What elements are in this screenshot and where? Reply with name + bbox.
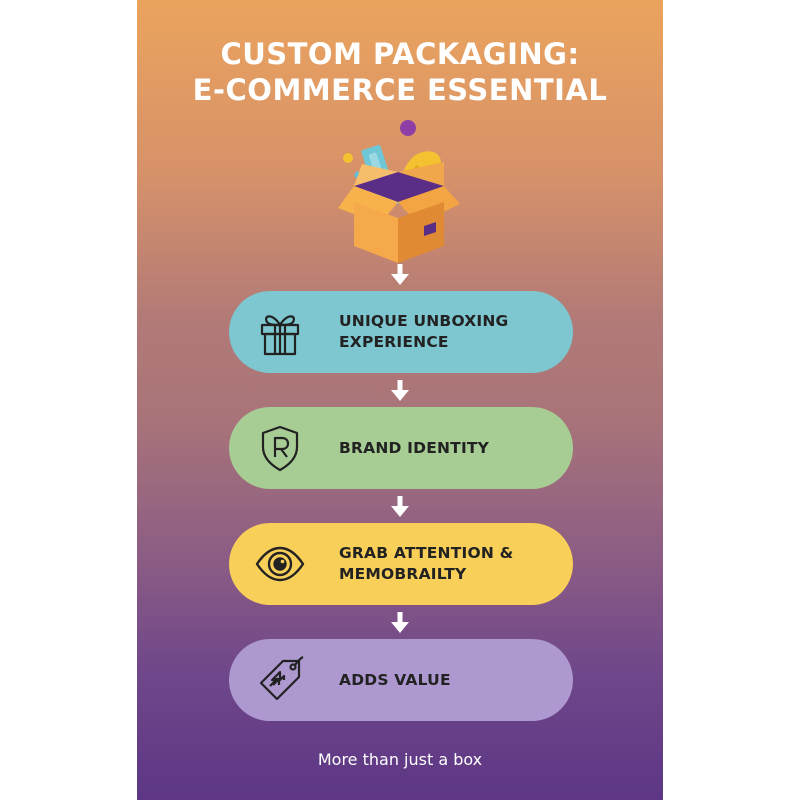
step-card-adds-value: ADDS VALUE	[229, 639, 573, 721]
price-tag-arrow-icon	[259, 656, 304, 701]
title-line-2: E-COMMERCE ESSENTIAL	[192, 73, 608, 107]
step-label-line-1: BRAND IDENTITY	[339, 438, 490, 457]
step-label-line-2: MEMOBRAILTY	[339, 565, 467, 583]
step-label: ADDS VALUE	[339, 639, 543, 721]
title-line-1: CUSTOM PACKAGING:	[220, 37, 580, 71]
arrow-down-icon	[391, 496, 409, 517]
step-label: BRAND IDENTITY	[339, 407, 543, 489]
step-label-line-1: GRAB ATTENTION &	[339, 544, 514, 562]
step-label-line-1: ADDS VALUE	[339, 670, 451, 689]
step-label-line-1: UNIQUE UNBOXING	[339, 312, 509, 330]
arrow-down-icon	[391, 380, 409, 401]
step-label-line-2: EXPERIENCE	[339, 333, 449, 351]
infographic-title: CUSTOM PACKAGING: E-COMMERCE ESSENTIAL	[137, 36, 663, 108]
eye-icon	[255, 546, 305, 582]
step-card-attention: GRAB ATTENTION & MEMOBRAILTY	[229, 523, 573, 605]
registered-shield-icon	[261, 425, 299, 472]
gift-icon	[260, 315, 300, 356]
step-card-brand-identity: BRAND IDENTITY	[229, 407, 573, 489]
footer-tagline: More than just a box	[317, 750, 483, 769]
infographic-panel: CUSTOM PACKAGING: E-COMMERCE ESSENTIAL	[137, 0, 663, 800]
step-label: UNIQUE UNBOXING EXPERIENCE	[339, 291, 543, 373]
arrow-down-icon	[391, 612, 409, 633]
step-label: GRAB ATTENTION & MEMOBRAILTY	[339, 523, 543, 605]
open-gift-box-icon	[338, 120, 460, 263]
step-card-unboxing: UNIQUE UNBOXING EXPERIENCE	[229, 291, 573, 373]
arrow-down-icon	[391, 264, 409, 285]
